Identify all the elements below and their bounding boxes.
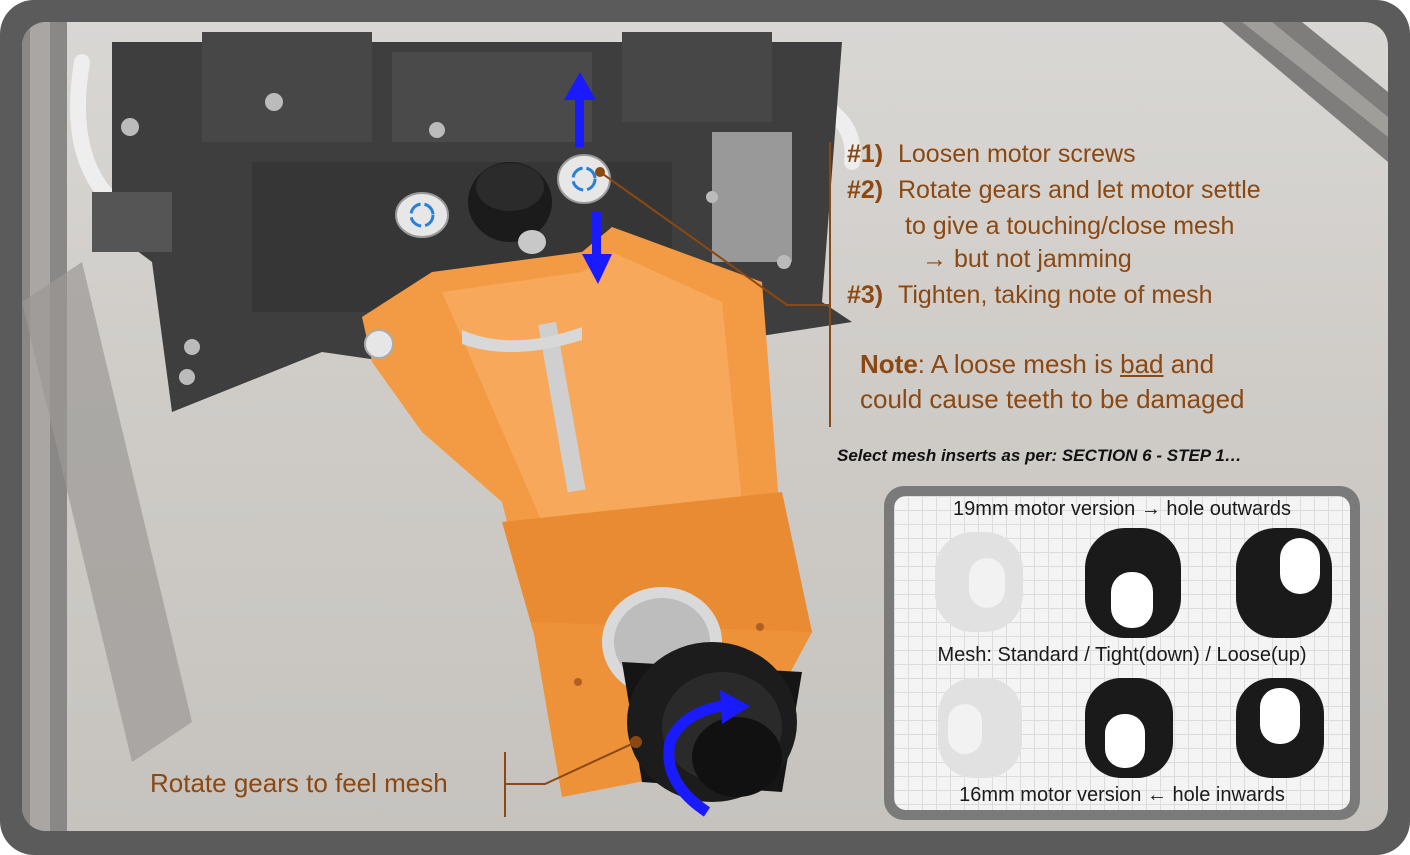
step-number: #2) — [847, 176, 884, 204]
step-text: Rotate gears and let motor settle — [898, 176, 1261, 204]
note-text-end: and — [1163, 349, 1215, 379]
mesh-inserts-panel: 19mm motor version → hole outwards Mesh:… — [884, 486, 1360, 820]
step-text: Tighten, taking note of mesh — [898, 281, 1213, 309]
note-line-1: Note: A loose mesh is bad and — [860, 347, 1214, 382]
step-2-arrow-note: → but not jamming — [922, 242, 1132, 276]
note-line-2: could cause teeth to be damaged — [860, 382, 1245, 417]
insert-label-19mm: 19mm motor version → hole outwards — [953, 498, 1291, 520]
step-number: #1) — [847, 140, 884, 168]
leader-lines — [504, 142, 831, 817]
step-text: → but not jamming — [922, 245, 1132, 273]
step-text: to give a touching/close mesh — [905, 212, 1235, 240]
step-number: #3) — [847, 281, 884, 309]
step-1: #1) Loosen motor screws — [847, 137, 1136, 171]
insert-19mm-tight — [1085, 528, 1181, 638]
motor-screw-left — [395, 192, 449, 238]
step-3: #3) Tighten, taking note of mesh — [847, 278, 1213, 312]
select-inserts-instruction: Select mesh inserts as per: SECTION 6 - … — [837, 446, 1242, 465]
note-label: Note — [860, 349, 918, 379]
motor-pinion-gear — [468, 162, 552, 254]
step-2-continued: to give a touching/close mesh — [905, 209, 1234, 243]
note-text-2: could cause teeth to be damaged — [860, 384, 1245, 414]
left-diagonal-rod — [22, 262, 192, 762]
motor-screw-right — [557, 154, 611, 204]
insert-16mm-standard — [938, 678, 1022, 778]
note-emphasis: bad — [1120, 349, 1164, 379]
render-viewport — [22, 22, 1388, 831]
step-text: Loosen motor screws — [898, 140, 1136, 168]
adjust-arrows-icon — [564, 72, 612, 284]
rotate-arrow-icon — [663, 690, 750, 817]
note-text: : A loose mesh is — [917, 349, 1121, 379]
insert-19mm-loose — [1236, 528, 1332, 638]
insert-16mm-tight — [1085, 678, 1173, 778]
insert-label-mesh: Mesh: Standard / Tight(down) / Loose(up) — [937, 644, 1307, 666]
rotate-gears-label: Rotate gears to feel mesh — [150, 768, 448, 798]
inserts-grid: 19mm motor version → hole outwards Mesh:… — [894, 496, 1350, 810]
top-right-rod — [1222, 22, 1388, 162]
insert-16mm-loose — [1236, 678, 1324, 778]
insert-label-16mm: 16mm motor version ← hole inwards — [959, 784, 1285, 806]
step-2: #2) Rotate gears and let motor settle — [847, 173, 1261, 207]
insert-19mm-standard — [935, 532, 1023, 632]
3d-render-illustration — [22, 22, 1388, 831]
